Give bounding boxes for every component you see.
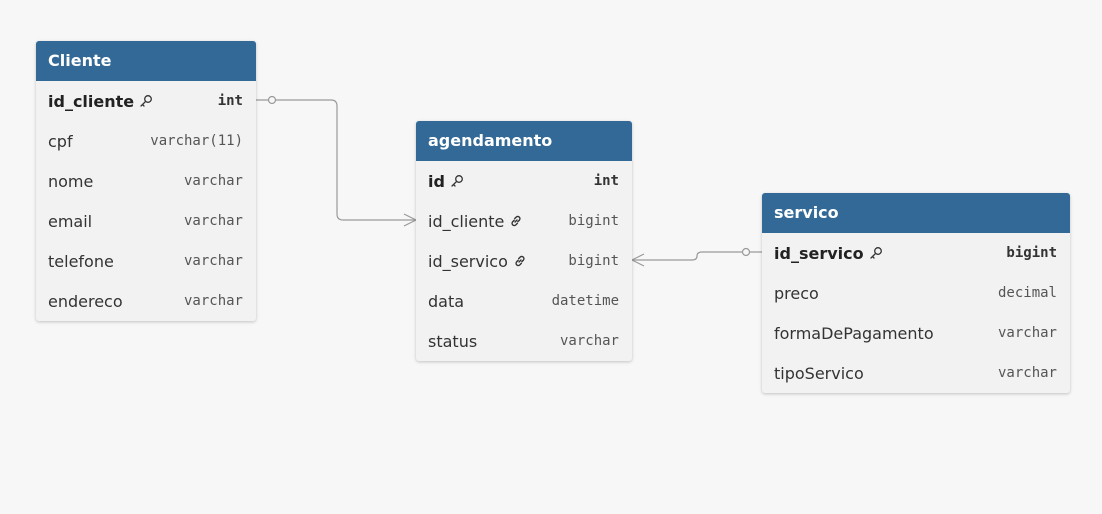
column-name: telefone bbox=[48, 251, 114, 271]
column-name: formaDePagamento bbox=[774, 323, 934, 343]
column-name: nome bbox=[48, 171, 94, 191]
column-type: bigint bbox=[568, 253, 619, 269]
column-name: preco bbox=[774, 283, 819, 303]
column-name: id_servico bbox=[774, 243, 864, 263]
column-row[interactable]: id_cliente bigint bbox=[416, 201, 632, 241]
column-name: status bbox=[428, 331, 478, 351]
column-type: decimal bbox=[997, 285, 1057, 301]
column-row[interactable]: nome varchar bbox=[36, 161, 256, 201]
table-cliente[interactable]: Cliente id_cliente int cpf varchar(11) n… bbox=[36, 41, 256, 321]
column-row[interactable]: id int bbox=[416, 161, 632, 201]
column-name: tipoServico bbox=[774, 363, 864, 383]
column-type: int bbox=[593, 173, 619, 189]
connector-cliente-agendamento[interactable] bbox=[256, 99, 416, 221]
column-type: varchar bbox=[183, 253, 243, 269]
column-row[interactable]: id_servico bigint bbox=[762, 233, 1070, 273]
table-agendamento[interactable]: agendamento id int id_cliente bigint id_… bbox=[416, 121, 632, 361]
column-name: id_servico bbox=[428, 251, 508, 271]
column-type: bigint bbox=[568, 213, 619, 229]
column-row[interactable]: email varchar bbox=[36, 201, 256, 241]
column-type: int bbox=[217, 93, 243, 109]
column-name: id_cliente bbox=[48, 91, 135, 111]
table-title[interactable]: agendamento bbox=[416, 121, 632, 161]
table-title[interactable]: servico bbox=[762, 193, 1070, 233]
key-icon bbox=[450, 174, 464, 188]
table-title[interactable]: Cliente bbox=[36, 41, 256, 81]
column-name: data bbox=[428, 291, 465, 311]
column-row[interactable]: status varchar bbox=[416, 321, 632, 361]
many-end-marker bbox=[630, 253, 645, 267]
column-type: varchar bbox=[997, 325, 1057, 341]
column-type: varchar bbox=[183, 173, 243, 189]
connector-agendamento-servico[interactable] bbox=[632, 251, 762, 261]
column-row[interactable]: telefone varchar bbox=[36, 241, 256, 281]
column-type: varchar bbox=[997, 365, 1057, 381]
column-row[interactable]: endereco varchar bbox=[36, 281, 256, 321]
column-row[interactable]: tipoServico varchar bbox=[762, 353, 1070, 393]
link-icon bbox=[509, 214, 523, 228]
column-name: cpf bbox=[48, 131, 73, 151]
column-row[interactable]: cpf varchar(11) bbox=[36, 121, 256, 161]
one-end-marker bbox=[741, 247, 751, 257]
column-type: varchar bbox=[183, 293, 243, 309]
key-icon bbox=[869, 246, 883, 260]
column-type: datetime bbox=[551, 293, 619, 309]
column-name: endereco bbox=[48, 291, 123, 311]
one-end-marker bbox=[267, 95, 277, 105]
column-name: id bbox=[428, 171, 445, 191]
key-icon bbox=[139, 94, 153, 108]
column-row[interactable]: preco decimal bbox=[762, 273, 1070, 313]
link-icon bbox=[513, 254, 527, 268]
column-type: varchar(11) bbox=[150, 133, 243, 149]
column-row[interactable]: data datetime bbox=[416, 281, 632, 321]
column-row[interactable]: id_servico bigint bbox=[416, 241, 632, 281]
many-end-marker bbox=[403, 213, 418, 227]
column-type: varchar bbox=[183, 213, 243, 229]
column-name: id_cliente bbox=[428, 211, 505, 231]
column-type: varchar bbox=[559, 333, 619, 349]
column-name: email bbox=[48, 211, 93, 231]
column-type: bigint bbox=[1006, 245, 1057, 261]
table-servico[interactable]: servico id_servico bigint preco decimal … bbox=[762, 193, 1070, 393]
column-row[interactable]: id_cliente int bbox=[36, 81, 256, 121]
column-row[interactable]: formaDePagamento varchar bbox=[762, 313, 1070, 353]
